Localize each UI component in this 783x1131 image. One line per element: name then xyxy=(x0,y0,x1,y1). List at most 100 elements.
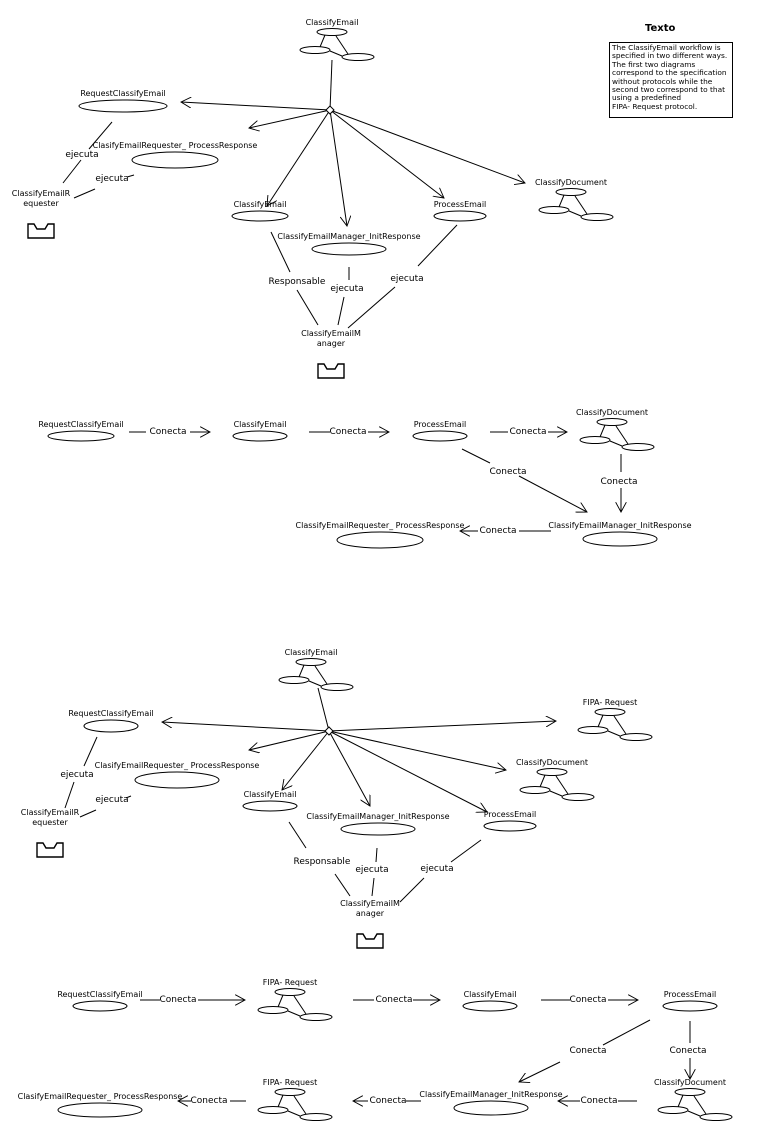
edge-label: Conecta xyxy=(329,427,366,437)
d1-requester-role-label: ClassifyEmailR xyxy=(12,189,71,198)
workflow-top-ellipse xyxy=(316,28,348,36)
d3-hub-diamond xyxy=(324,726,334,736)
edge-label: ejecuta xyxy=(355,865,388,875)
task-ellipse xyxy=(483,820,537,832)
workflow-link xyxy=(558,194,565,208)
d3-manager-role-label: anager xyxy=(356,909,385,918)
d3-ejecuta-line xyxy=(399,877,425,903)
edge-label: ejecuta xyxy=(60,770,93,780)
d1-hub-to-classify-document xyxy=(329,109,525,183)
d1-classify-document-node: ClassifyDocument xyxy=(535,178,614,221)
workflow-left-ellipse xyxy=(519,786,551,794)
d3-manager-role-node: ClassifyEmailManager xyxy=(340,899,400,949)
d3-process-email-label: ProcessEmail xyxy=(484,810,537,819)
d1-manager-role-node: ClassifyEmailManager xyxy=(301,329,361,379)
d1-requester-role-node: ClassifyEmailRequester xyxy=(12,189,71,239)
d1-request-classify-email-node: RequestClassifyEmail xyxy=(78,89,168,113)
d3-classify-document-label: ClassifyDocument xyxy=(516,758,588,767)
edge-label: Conecta xyxy=(509,427,546,437)
task-ellipse xyxy=(340,822,416,836)
d3-manager-init-response-label: ClassifyEmailManager_InitResponse xyxy=(306,812,449,821)
task-ellipse xyxy=(336,531,424,549)
d4-classify-email-node: ClassifyEmail xyxy=(462,990,518,1012)
edge-label: Conecta xyxy=(669,1046,706,1056)
workflow-link xyxy=(335,35,349,55)
workflow-right-ellipse xyxy=(699,1113,733,1121)
d4-process-email-label: ProcessEmail xyxy=(664,990,717,999)
task-ellipse xyxy=(453,1100,529,1116)
task-ellipse xyxy=(134,771,220,789)
note-line: The ClassifyEmail workflow is xyxy=(612,43,721,52)
d3-manager-role-label: ClassifyEmailM xyxy=(340,899,400,908)
workflow-left-ellipse xyxy=(278,676,310,684)
workflow-right-ellipse xyxy=(580,213,614,221)
d1-classify-email-task-label: ClassifyEmail xyxy=(234,200,287,209)
task-ellipse xyxy=(131,151,219,169)
edge-label: Conecta xyxy=(149,427,186,437)
workflow-link xyxy=(613,715,627,735)
d4-fipa-request-bottom-node: FIPA- Request xyxy=(257,1078,333,1121)
d3-ejecuta-line xyxy=(83,736,98,767)
d2-classify-document-node: ClassifyDocument xyxy=(576,408,655,451)
d2-conecta-line xyxy=(461,448,491,464)
edge-label: Conecta xyxy=(159,995,196,1005)
d3-fipa-request-label: FIPA- Request xyxy=(583,698,638,707)
task-ellipse xyxy=(83,719,139,733)
d3-classify-document-node: ClassifyDocument xyxy=(516,758,595,801)
workflow-top-ellipse xyxy=(594,708,626,716)
workflow-right-ellipse xyxy=(561,793,595,801)
task-ellipse xyxy=(57,1102,143,1118)
workflow-link xyxy=(329,50,343,57)
d3-responsable-line xyxy=(334,873,351,897)
edge-label: Conecta xyxy=(569,1046,606,1056)
workflow-left-ellipse xyxy=(538,206,570,214)
workflow-link xyxy=(549,790,563,797)
workflow-left-ellipse xyxy=(579,436,611,444)
d2-process-email-node: ProcessEmail xyxy=(412,420,468,442)
d1-hub-to-init-response xyxy=(329,109,347,226)
d1-requester-role-label: equester xyxy=(23,199,59,208)
d1-classify-document-label: ClassifyDocument xyxy=(535,178,607,187)
task-ellipse xyxy=(242,800,298,812)
d2-request-classify-email-label: RequestClassifyEmail xyxy=(38,420,123,429)
task-ellipse xyxy=(232,430,288,442)
workflow-link xyxy=(609,440,623,447)
d3-ejecuta-line xyxy=(450,839,482,863)
d3-requester-process-response-node: ClasifyEmailRequester_ ProcessResponse xyxy=(95,761,260,789)
d1-request-classify-email-label: RequestClassifyEmail xyxy=(80,89,165,98)
d4-manager-init-response-label: ClassifyEmailManager_InitResponse xyxy=(419,1090,562,1099)
d4-classify-document-node: ClassifyDocument xyxy=(654,1078,733,1121)
d2-classify-document-label: ClassifyDocument xyxy=(576,408,648,417)
d3-ejecuta-line xyxy=(125,795,132,799)
edge-label: ejecuta xyxy=(330,284,363,294)
d3-requester-role-label: equester xyxy=(32,818,68,827)
d3-classify-email-task-node: ClassifyEmail xyxy=(242,790,298,812)
d1-hub-to-request xyxy=(181,102,331,111)
d2-classify-email-label: ClassifyEmail xyxy=(234,420,287,429)
workflow-left-ellipse xyxy=(257,1106,289,1114)
d3-classify-email-wf-label: ClassifyEmail xyxy=(285,648,338,657)
d3-requester-process-response-label: ClasifyEmailRequester_ ProcessResponse xyxy=(95,761,260,770)
workflow-link xyxy=(539,774,546,788)
workflow-top-ellipse xyxy=(274,988,306,996)
task-ellipse xyxy=(78,99,168,113)
d3-hub-to-classify-document xyxy=(328,730,506,770)
workflow-left-ellipse xyxy=(577,726,609,734)
workflow-link xyxy=(677,1094,684,1108)
d3-hub-to-process-response xyxy=(249,730,330,750)
d1-hub-to-process-email xyxy=(329,109,444,198)
d1-ejecuta-line xyxy=(73,188,96,199)
workflow-right-ellipse xyxy=(621,443,655,451)
workflow-top-ellipse xyxy=(295,658,327,666)
workflow-link xyxy=(293,1095,307,1115)
d4-process-email-node: ProcessEmail xyxy=(662,990,718,1012)
d1-ejecuta-line xyxy=(417,224,458,267)
workflow-left-ellipse xyxy=(299,46,331,54)
workflow-left-ellipse xyxy=(257,1006,289,1014)
workflow-link xyxy=(597,714,604,728)
task-ellipse xyxy=(47,430,115,442)
d4-conecta-line xyxy=(602,1019,651,1046)
workflow-link xyxy=(599,424,606,438)
workflow-link xyxy=(277,1094,284,1108)
